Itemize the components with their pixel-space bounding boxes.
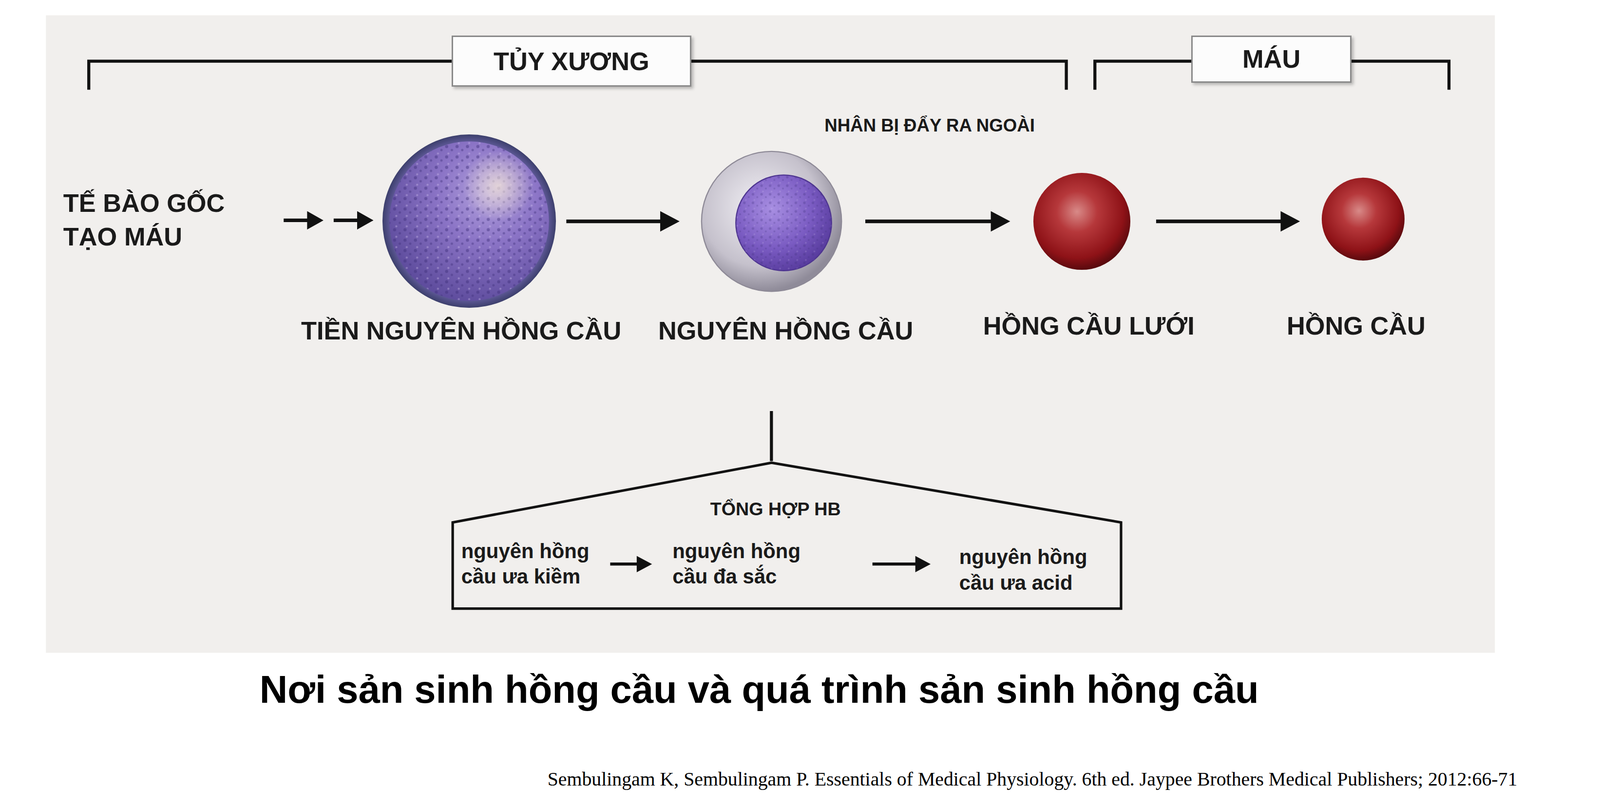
connector-line xyxy=(872,562,918,566)
chromatin-texture xyxy=(389,141,550,302)
background-panel xyxy=(45,15,1495,653)
cell-name: TIỀN NGUYÊN HỒNG CẦU xyxy=(301,316,622,346)
stage-text: nguyên hồng cầu đa sắc xyxy=(672,538,816,591)
arrow-connector xyxy=(1156,211,1300,232)
arrow-head xyxy=(1280,211,1300,232)
cell-illustration xyxy=(700,150,843,293)
cell-name: NGUYÊN HỒNG CẦU xyxy=(658,316,914,346)
arrow-connector xyxy=(566,211,680,232)
node-text: TẾ BÀO GỐC TẠO MÁU xyxy=(63,186,243,254)
cell-cytoplasm xyxy=(701,151,842,292)
annotation-text: NHÂN BỊ ĐẨY RA NGOÀI xyxy=(824,115,1035,136)
connector-line xyxy=(333,218,360,223)
reticulocyte-cell: HỒNG CẦU LƯỚI xyxy=(1032,172,1131,271)
arrow-connector xyxy=(872,555,931,573)
trapezoid-outline xyxy=(452,462,1122,609)
arrow-head xyxy=(636,555,652,573)
citation-text: Sembulingam K, Sembulingam P. Essentials… xyxy=(547,768,1518,791)
connector-line xyxy=(283,218,310,223)
stage-text: nguyên hồng cầu ưa kiềm xyxy=(461,538,605,591)
cell-name: HỒNG CẦU LƯỚI xyxy=(983,311,1195,341)
chromatin-texture xyxy=(735,174,832,271)
arrow-head xyxy=(990,211,1011,232)
cell-nucleus xyxy=(389,141,550,302)
connector-line xyxy=(769,411,773,462)
cell-membrane xyxy=(382,134,556,308)
connector-line xyxy=(609,562,639,566)
arrow-connector xyxy=(865,211,1010,232)
erythroblast-cell: NGUYÊN HỒNG CẦU xyxy=(700,150,843,293)
cell-nucleus xyxy=(735,174,832,271)
diagram-title: Nơi sản sinh hồng cầu và quá trình sản s… xyxy=(259,667,1259,713)
region-label-box: TỦY XƯƠNG xyxy=(451,35,692,87)
arrow-head xyxy=(660,211,680,232)
arrow-head xyxy=(357,211,374,230)
proerythroblast-cell: TIỀN NGUYÊN HỒNG CẦU xyxy=(382,134,556,308)
stage-name: nguyên hồng cầu ưa kiềm xyxy=(461,538,605,591)
stage-name: nguyên hồng cầu ưa acid xyxy=(959,544,1103,596)
arrow-connector xyxy=(771,411,772,462)
stem-cell-node: TẾ BÀO GỐC TẠO MÁU xyxy=(63,186,243,254)
red-cell-body xyxy=(1033,172,1131,270)
connector-line xyxy=(566,219,664,224)
stage-text: nguyên hồng cầu ưa acid xyxy=(959,544,1103,596)
connector-line xyxy=(1156,219,1284,224)
arrow-connector xyxy=(283,211,374,230)
stage-name: nguyên hồng cầu đa sắc xyxy=(672,538,816,591)
connector-line xyxy=(865,219,994,224)
hb-synthesis-callout: TỔNG HỢP HB nguyên hồng cầu ưa kiềm nguyên… xyxy=(451,461,1123,611)
cell-highlight xyxy=(389,141,550,302)
cell-name: HỒNG CẦU xyxy=(1286,311,1426,341)
arrow-connector xyxy=(609,555,652,573)
arrow-head xyxy=(306,211,324,230)
region-label: MÁU xyxy=(1242,44,1301,74)
cell-illustration xyxy=(1032,172,1131,271)
region-label-box: MÁU xyxy=(1191,35,1352,83)
callout-heading: TỔNG HỢP HB xyxy=(710,498,841,520)
arrow-head xyxy=(915,555,931,573)
cell-illustration xyxy=(382,134,556,308)
cell-illustration xyxy=(1321,177,1406,262)
red-blood-cell: HỒNG CẦU xyxy=(1321,177,1406,262)
red-cell-body xyxy=(1321,177,1405,261)
region-label: TỦY XƯƠNG xyxy=(493,46,650,77)
